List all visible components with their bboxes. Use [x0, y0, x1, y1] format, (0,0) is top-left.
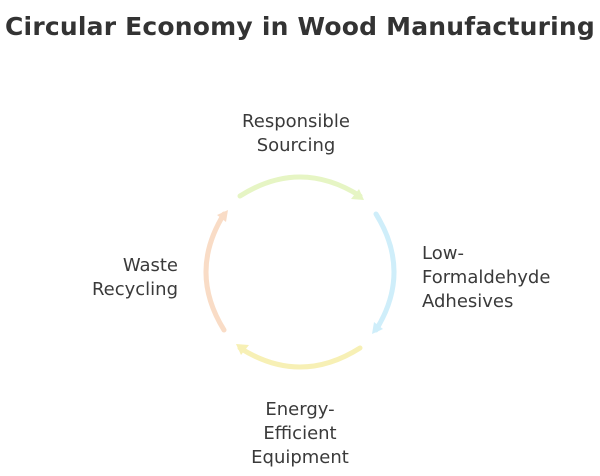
arrowhead-bottom [236, 344, 249, 355]
diagram-title: Circular Economy in Wood Manufacturing [5, 12, 595, 41]
arrowhead-top [351, 189, 364, 200]
arc-top [237, 174, 363, 199]
node-waste-recycling: Waste Recycling [91, 255, 178, 300]
node-low-formaldehyde-adhesives: Low- Formaldehyde Adhesives [422, 243, 551, 312]
arc-bottom [237, 345, 363, 370]
arrowhead-right [372, 322, 383, 334]
arrowhead-left [217, 210, 228, 222]
node-energy-efficient-equipment: Energy- Efficient Equipment [251, 399, 349, 468]
node-responsible-sourcing: Responsible Sourcing [242, 111, 350, 156]
arc-left [203, 211, 227, 333]
arc-right [373, 211, 397, 333]
